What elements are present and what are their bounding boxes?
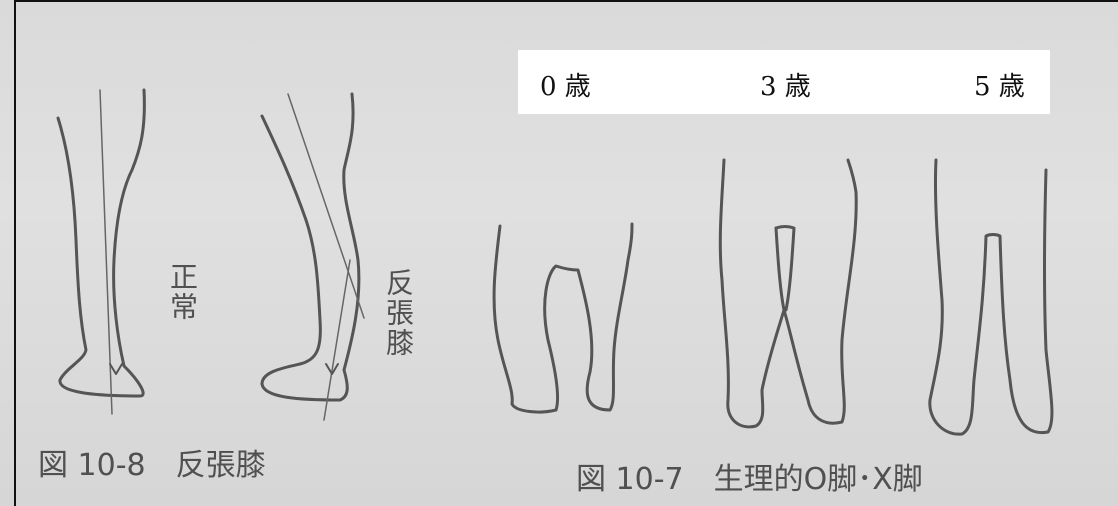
age-label-box bbox=[518, 50, 1050, 114]
legs-age-0-drawing bbox=[492, 222, 634, 414]
recurvatum-leg-drawing bbox=[260, 92, 361, 402]
page-frame bbox=[14, 0, 1118, 506]
recurvatum-label: 反張膝 bbox=[382, 268, 415, 358]
age-label-3: 3 歳 bbox=[760, 72, 811, 102]
normal-leg-drawing bbox=[56, 88, 146, 398]
legs-age-5-drawing bbox=[928, 158, 1054, 436]
recurvatum-axis-line bbox=[323, 259, 351, 421]
figure-10-7-caption: 図 10-7 生理的O脚･X脚 bbox=[576, 462, 923, 497]
recurvatum-foot-mark bbox=[325, 363, 339, 375]
age-label-0: 0 歳 bbox=[540, 72, 591, 102]
normal-plumb-line bbox=[99, 89, 113, 415]
figure-10-8-caption: 図 10-8 反張膝 bbox=[38, 448, 266, 483]
normal-foot-mark bbox=[109, 363, 123, 375]
legs-age-3-drawing bbox=[718, 158, 858, 429]
normal-label: 正常 bbox=[166, 262, 199, 322]
recurvatum-plumb-line bbox=[287, 93, 365, 319]
age-label-5: 5 歳 bbox=[974, 72, 1025, 102]
